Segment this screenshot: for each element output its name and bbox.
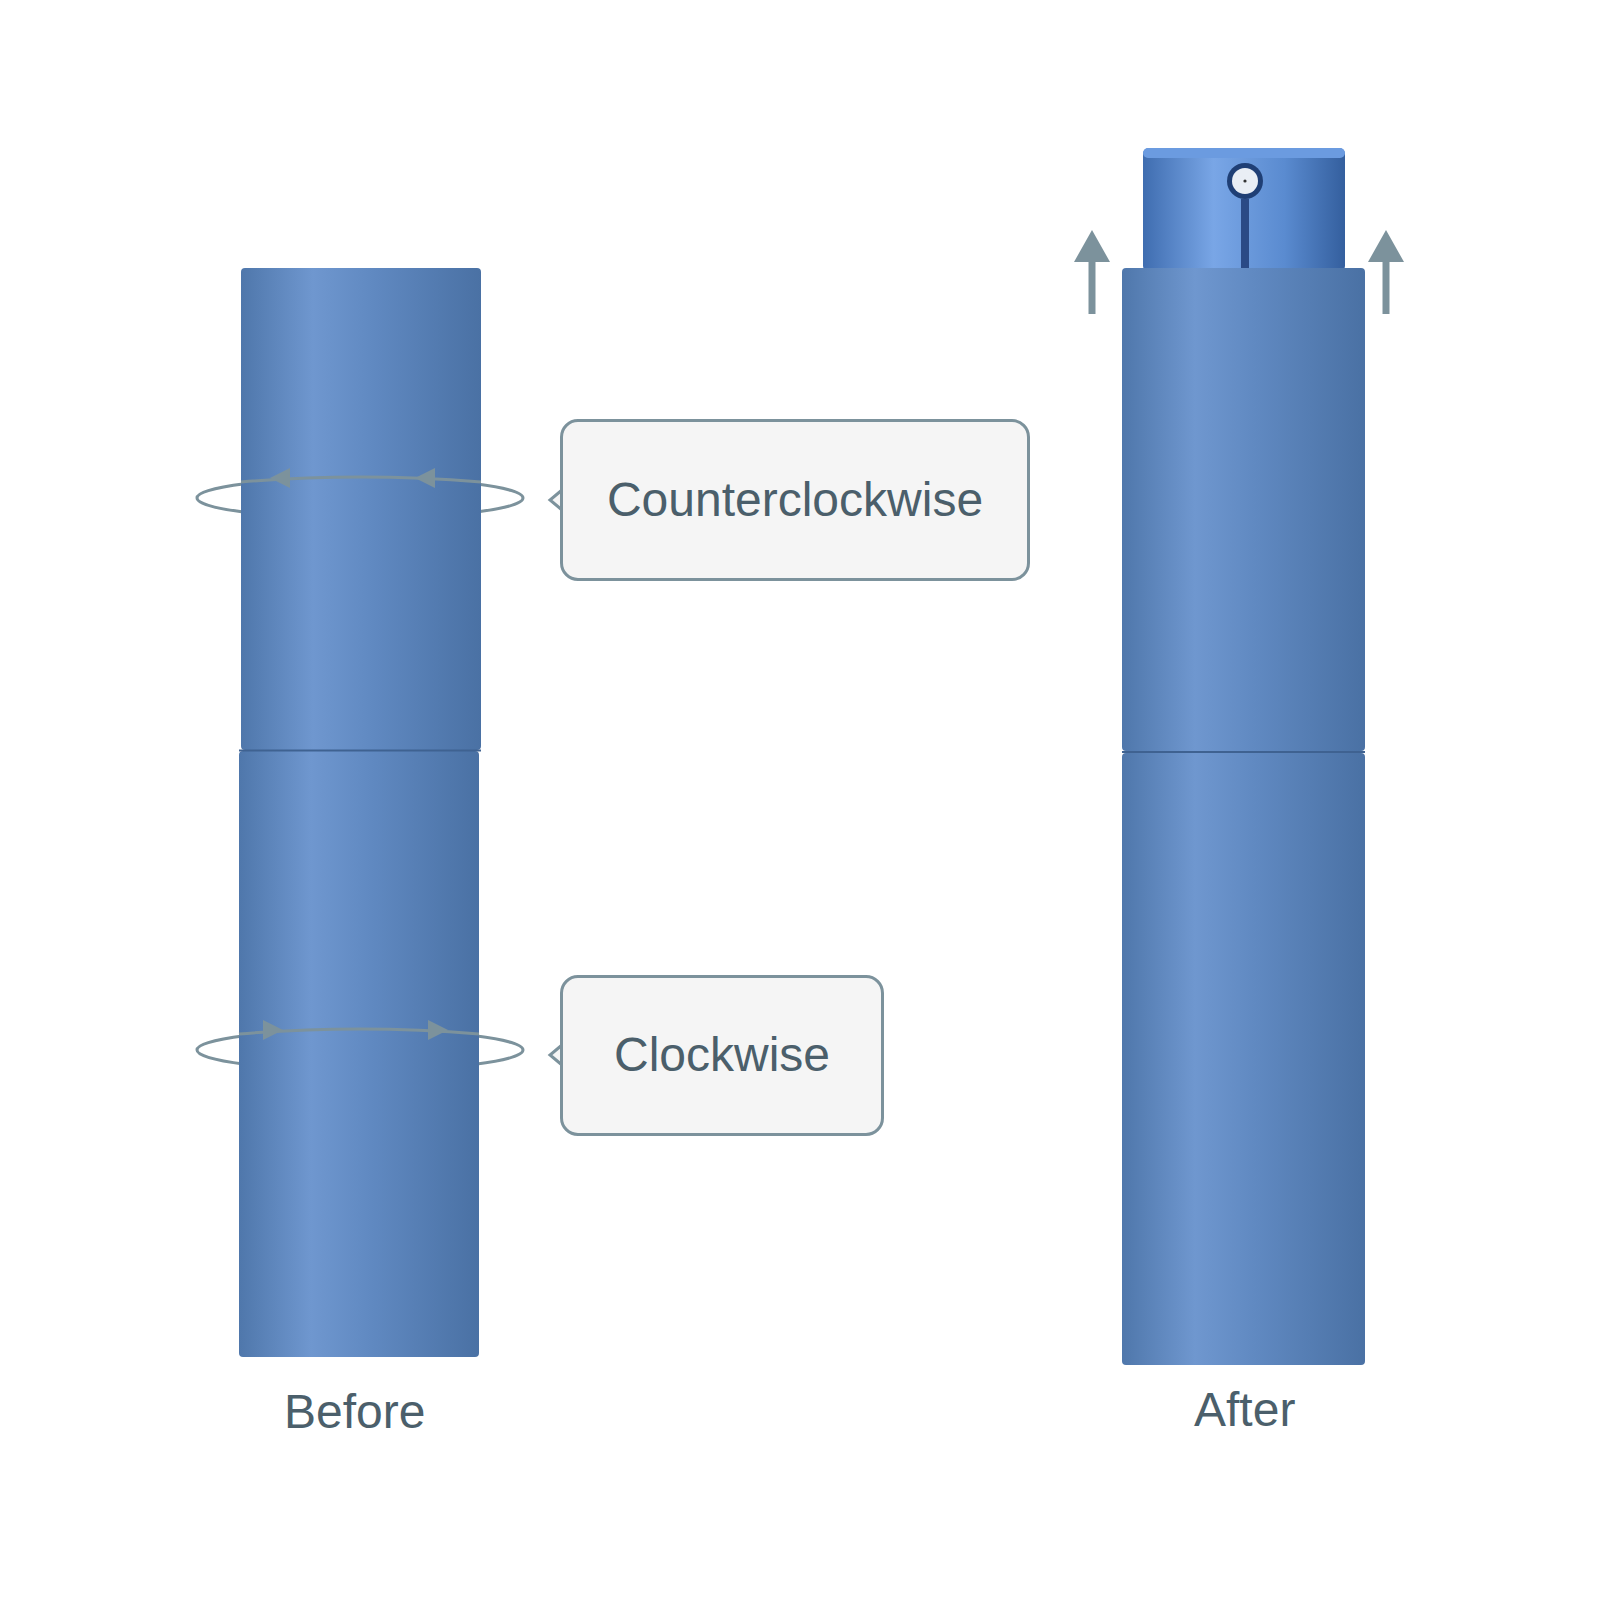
rotation-arrow [239, 477, 481, 1034]
callout-text: Counterclockwise [607, 474, 983, 527]
callout-text: Clockwise [614, 1029, 830, 1082]
state-label: Before [284, 1386, 425, 1439]
lift-arrow [1074, 230, 1404, 314]
rotation-arrowhead [263, 468, 448, 1040]
callout-pointer [550, 490, 562, 1065]
atomizer-before [239, 268, 481, 1357]
state-label: After [1194, 1384, 1295, 1437]
atomizer-after [1122, 148, 1365, 1365]
callout-box: Clockwise [560, 975, 884, 1136]
callout-box: Counterclockwise [560, 419, 1030, 581]
